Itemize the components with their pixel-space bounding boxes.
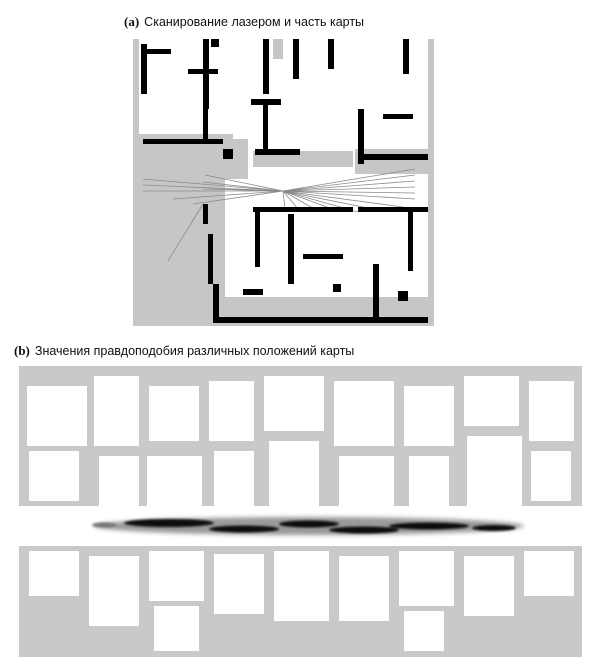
- likelihood-map-drawing: [19, 366, 582, 657]
- caption-a-label: (a): [124, 14, 139, 29]
- caption-a-text: Сканирование лазером и часть карты: [144, 15, 364, 29]
- caption-a: (a) Сканирование лазером и часть карты: [124, 14, 364, 30]
- laser-scan-map-image: [133, 39, 434, 326]
- laser-scan-map-drawing: [133, 39, 434, 326]
- likelihood-map-image: [19, 366, 582, 657]
- likelihood-band: [92, 517, 524, 535]
- caption-b-text: Значения правдоподобия различных положен…: [35, 344, 354, 358]
- caption-b: (b) Значения правдоподобия различных поло…: [14, 343, 354, 359]
- caption-b-label: (b): [14, 343, 30, 358]
- free-space-top: [27, 376, 574, 506]
